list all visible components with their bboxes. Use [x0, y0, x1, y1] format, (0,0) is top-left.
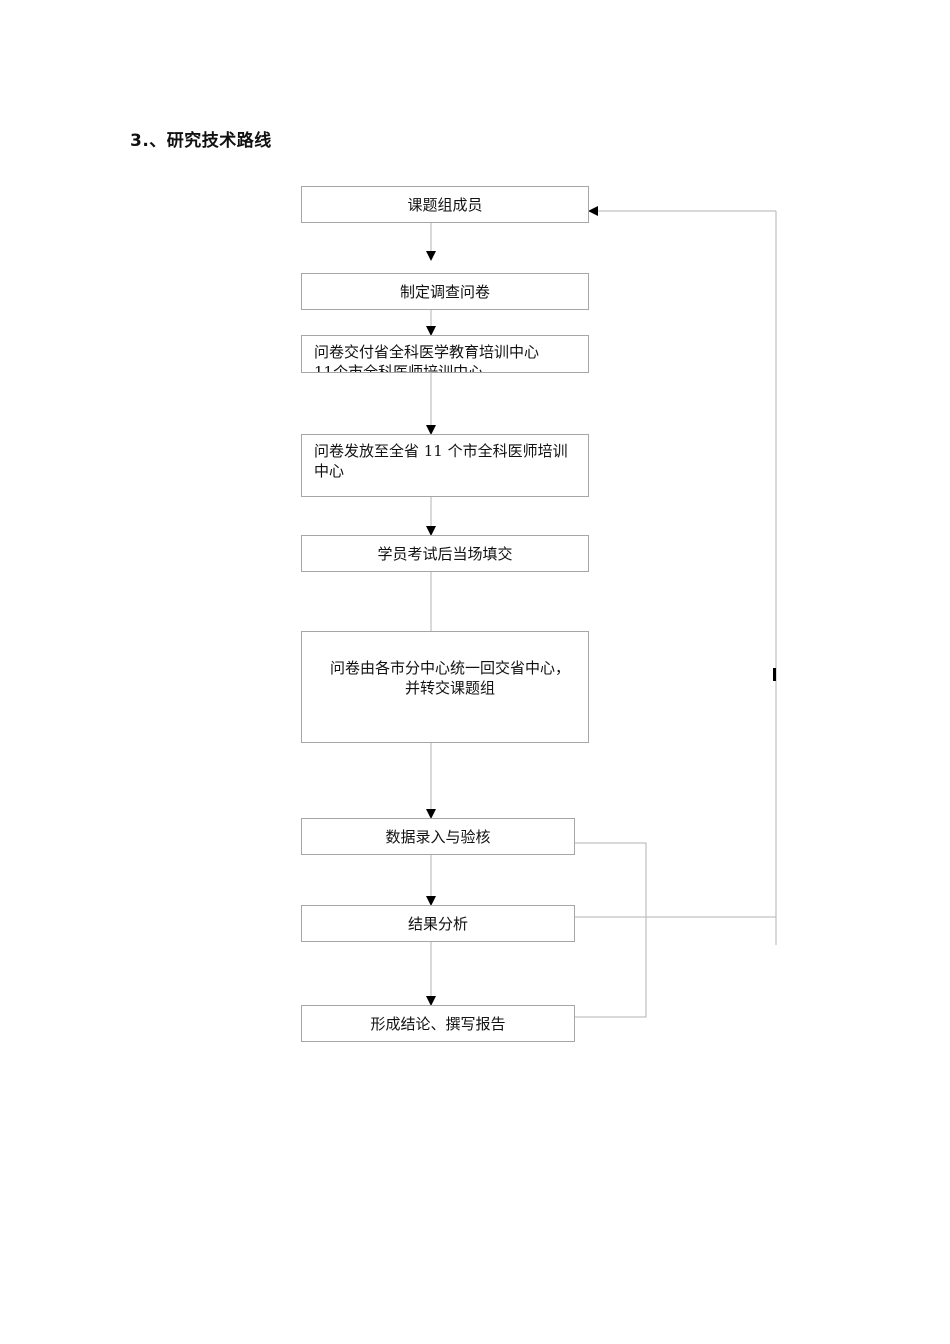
step-label-line2: 并转交课题组 — [404, 679, 495, 697]
step-box-collection-and-return: 问卷由各市分中心统一回交省中心， 并转交课题组 — [301, 631, 589, 743]
section-heading: 3.、研究技术路线 — [130, 131, 272, 151]
step-box-conclusion-report: 形成结论、撰写报告 — [301, 1005, 575, 1042]
step-box-students-fill-in: 学员考试后当场填交 — [301, 535, 589, 572]
step-label: 学员考试后当场填交 — [377, 544, 513, 563]
step-box-delivery-to-province-center: 问卷交付省全科医学教育培训中心 11个市全科医师培训中心 — [301, 335, 589, 373]
step-box-questionnaire-design: 制定调查问卷 — [301, 273, 589, 310]
feedback-line-step7-step9 — [575, 842, 647, 1018]
step-label-line1: 问卷由各市分中心统一回交省中心， — [329, 659, 570, 677]
step-box-distribution-to-cities: 问卷发放至全省 11 个市全科医师培训中心 — [301, 434, 589, 497]
line-marker — [773, 668, 776, 681]
step-box-result-analysis: 结果分析 — [301, 905, 575, 942]
step-box-data-entry: 数据录入与验核 — [301, 818, 575, 855]
step-box-research-team: 课题组成员 — [301, 186, 589, 223]
step-label: 结果分析 — [407, 914, 468, 933]
step-label: 数据录入与验核 — [385, 827, 491, 846]
step-label: 形成结论、撰写报告 — [370, 1014, 506, 1033]
step-label-line2: 11个市全科医师培训中心 — [314, 363, 484, 373]
step-label-line1: 问卷交付省全科医学教育培训中心 — [314, 343, 540, 361]
step-label: 制定调查问卷 — [399, 282, 490, 301]
step-label: 课题组成员 — [407, 195, 483, 214]
step-label: 问卷发放至全省 11 个市全科医师培训中心 — [314, 442, 568, 480]
